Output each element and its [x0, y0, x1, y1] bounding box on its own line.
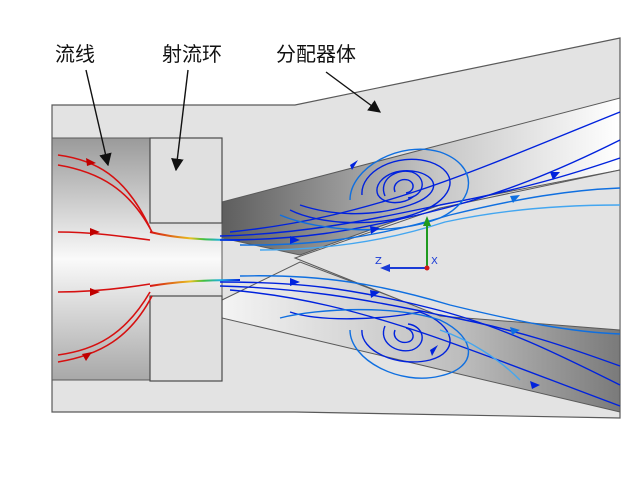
lower-branch-streamlines	[219, 275, 621, 407]
jet-ring-lower	[149, 295, 223, 382]
arrow-annotation-icon	[325, 71, 382, 113]
jet-ring-upper	[149, 137, 223, 224]
upper-branch-streamlines	[219, 111, 621, 251]
axis-x-label: X	[431, 256, 438, 267]
inlet-streamlines	[57, 154, 153, 363]
label-streamline: 流线	[55, 42, 95, 66]
axis-triad-icon: Z X	[375, 216, 438, 272]
arrow-annotation-icon	[85, 69, 112, 167]
annotation-arrows	[85, 69, 382, 172]
splitter-wedge	[293, 169, 621, 331]
arrow-annotation-icon	[171, 69, 189, 172]
label-distributor-body: 分配器体	[276, 42, 356, 66]
label-jet-ring: 射流环	[162, 42, 222, 66]
axis-z-label: Z	[375, 256, 382, 267]
